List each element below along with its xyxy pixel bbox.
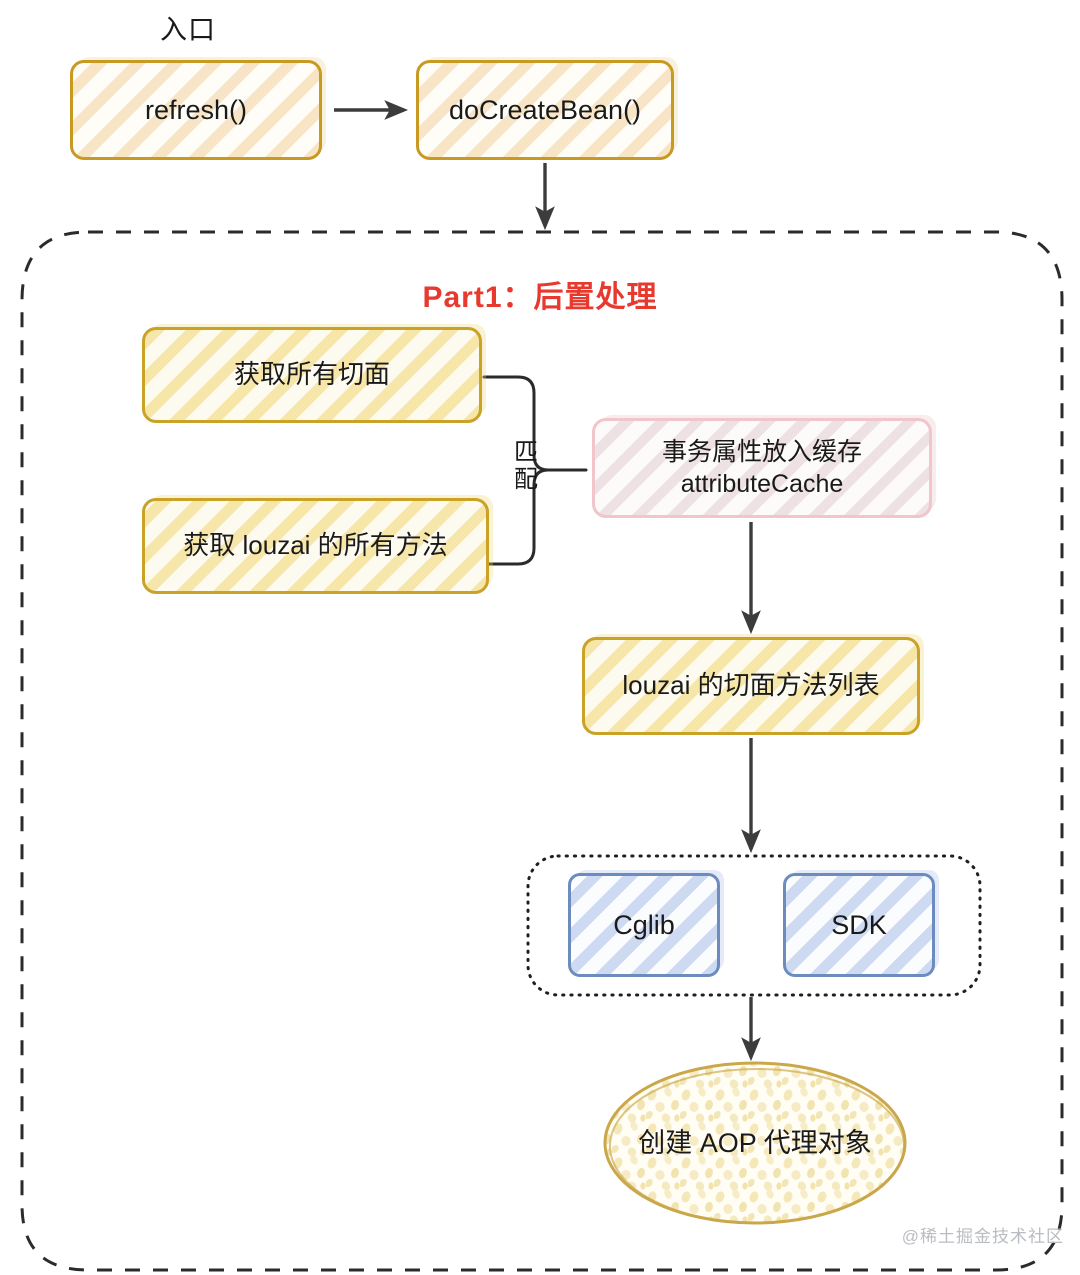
node-get-louzai-methods-label: 获取 louzai 的所有方法 bbox=[183, 530, 448, 561]
node-refresh-label: refresh() bbox=[144, 94, 247, 125]
node-create-aop-proxy[interactable]: 创建 AOP 代理对象 bbox=[605, 1063, 905, 1223]
node-louzai-aspect-method-list-label: louzai 的切面方法列表 bbox=[622, 670, 880, 701]
create-aop-proxy-ellipse bbox=[603, 1061, 907, 1225]
watermark: @稀土掘金技术社区 bbox=[901, 1227, 1064, 1246]
part1-title: Part1：后置处理 bbox=[422, 281, 658, 314]
node-louzai-aspect-method-list[interactable]: louzai 的切面方法列表 bbox=[582, 637, 920, 735]
node-attribute-cache-line2: attributeCache bbox=[680, 470, 844, 498]
entry-point-label: 入口 bbox=[160, 15, 216, 45]
node-get-all-aspects[interactable]: 获取所有切面 bbox=[142, 327, 482, 423]
node-get-louzai-methods[interactable]: 获取 louzai 的所有方法 bbox=[142, 498, 489, 594]
part1-container bbox=[20, 230, 1064, 1272]
node-attribute-cache-line1: 事务属性放入缓存 bbox=[661, 438, 862, 466]
node-attribute-cache[interactable]: 事务属性放入缓存 attributeCache bbox=[592, 418, 932, 518]
node-cglib[interactable]: Cglib bbox=[568, 873, 720, 977]
proxy-strategy-group bbox=[526, 854, 982, 997]
node-sdk-label: SDK bbox=[831, 909, 887, 940]
node-sdk[interactable]: SDK bbox=[783, 873, 935, 977]
node-create-aop-proxy-label: 创建 AOP 代理对象 bbox=[638, 1127, 872, 1158]
node-cglib-label: Cglib bbox=[613, 909, 675, 940]
node-do-create-bean-label: doCreateBean() bbox=[448, 94, 642, 125]
node-refresh[interactable]: refresh() bbox=[70, 60, 322, 160]
match-brace bbox=[482, 375, 588, 566]
node-do-create-bean[interactable]: doCreateBean() bbox=[416, 60, 674, 160]
match-label: 匹配 bbox=[514, 439, 538, 493]
node-get-all-aspects-label: 获取所有切面 bbox=[233, 359, 390, 390]
